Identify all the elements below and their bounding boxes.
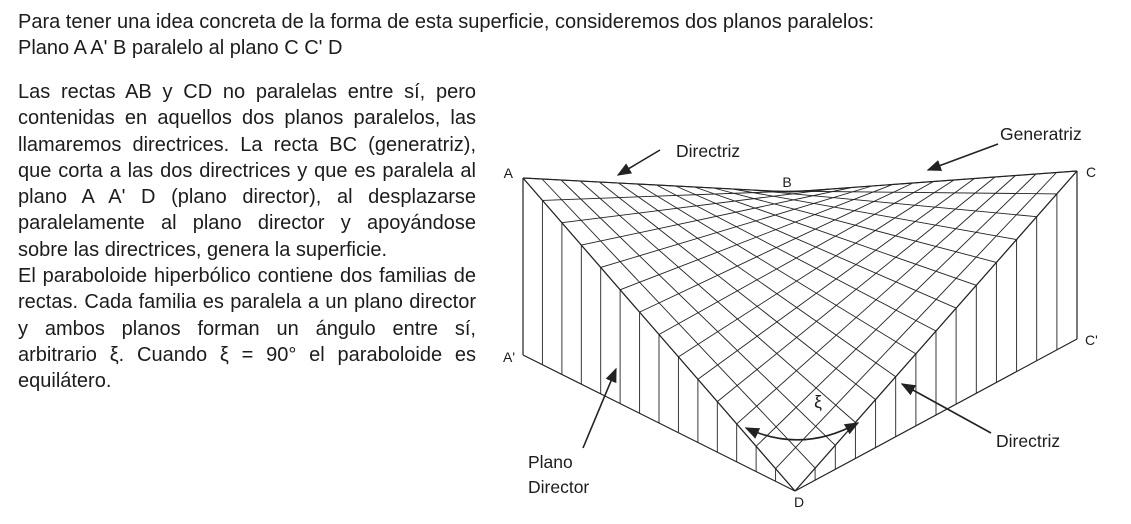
surface-generatrix-family2-line xyxy=(717,176,996,402)
vertex-label-c2: C' xyxy=(1085,332,1098,348)
body-paragraph-1: Las rectas AB y CD no paralelas entre sí… xyxy=(18,81,476,261)
surface-generatrix-family2-line xyxy=(678,179,955,358)
edge-ab-directriz xyxy=(522,177,791,193)
body-paragraph-2: El paraboloide hiperbólico contiene dos … xyxy=(18,265,476,393)
surface-generatrix-family1-line xyxy=(732,188,1017,241)
intro-paragraph: Para tener una idea concreta de la forma… xyxy=(18,9,1123,61)
generatriz-arrow-icon xyxy=(926,143,999,171)
surface-generatrix-family2-line xyxy=(755,173,1037,447)
surface-generatrix-family1-line xyxy=(713,187,997,263)
body-text-column: Las rectas AB y CD no paralelas entre sí… xyxy=(18,79,476,395)
surface-generatrix-family1-line xyxy=(751,189,1037,218)
directriz-bottom-arrow-icon xyxy=(900,383,992,434)
surface-generatrix-family2-line xyxy=(697,178,975,380)
surface-generatrix-family2-line xyxy=(658,181,934,335)
vertex-label-a: A xyxy=(504,165,514,181)
edge-a-prime-d xyxy=(522,354,796,492)
vertex-label-d: D xyxy=(794,494,804,510)
surface-generatrix-family1-line xyxy=(694,186,977,286)
label-angle-xi: ξ xyxy=(814,392,822,412)
vertex-label-b: B xyxy=(782,174,791,190)
angle-xi-double-arrow-icon xyxy=(744,422,860,441)
directriz-top-arrow-icon xyxy=(616,149,661,176)
surface-generatrix-family1-line xyxy=(675,185,957,309)
surface-generatrix-family2-line xyxy=(775,172,1057,469)
label-directriz-bottom: Directriz xyxy=(996,431,1060,451)
edge-bc-generatriz xyxy=(789,170,1078,193)
plano-director-arrow-icon xyxy=(582,367,617,449)
surface-generatrix-family1-line xyxy=(770,190,1057,195)
label-plano-director-line2: Director xyxy=(528,477,589,497)
paraboloid-svg: A A' B C C' D Directriz GeneratrizPlanoDirector… xyxy=(503,124,1098,510)
vertex-label-a2: A' xyxy=(503,349,515,365)
label-directriz-top: Directriz xyxy=(676,141,740,161)
edge-d-c-prime xyxy=(794,338,1078,492)
label-generatriz: Generatriz xyxy=(1000,124,1082,144)
intro-line-1: Para tener una idea concreta de la forma… xyxy=(18,11,875,33)
edge-ad xyxy=(522,177,796,492)
label-plano-director: Plano xyxy=(528,452,573,472)
vertex-label-c: C xyxy=(1086,164,1096,180)
intro-line-2: Plano A A' B paralelo al plano C C' D xyxy=(18,37,343,59)
surface-generatrix-family2-line xyxy=(736,175,1016,425)
